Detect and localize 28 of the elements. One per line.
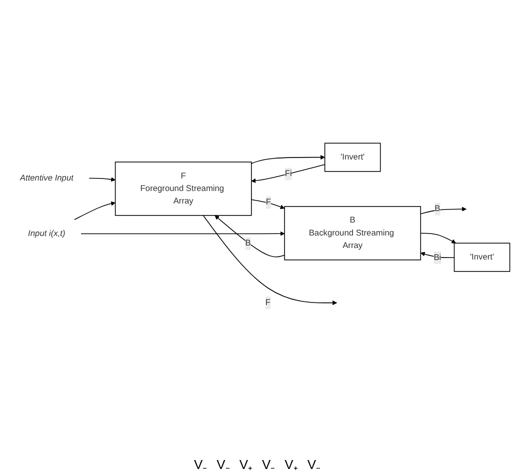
signal-label: V₊ (284, 456, 298, 473)
signal-label: V₊ (239, 456, 252, 473)
edge-label: F (266, 197, 271, 206)
arrow (214, 214, 285, 257)
node-box: 'Invert' (454, 242, 510, 272)
node-box: 'Invert' (324, 142, 381, 172)
arrow (74, 200, 116, 220)
signal-label: V₋ (216, 456, 230, 473)
arrow (420, 206, 467, 214)
edge-label: B (245, 238, 251, 248)
edge-label: Bi (434, 252, 442, 262)
edge-label: Fi (284, 168, 292, 178)
signal-label: V₋ (262, 456, 275, 473)
arrow (251, 198, 285, 209)
node-box: F Foreground Streaming Array (114, 161, 252, 216)
arrow (251, 164, 326, 183)
arrow (202, 214, 338, 305)
edge-label: B (434, 204, 440, 213)
node-text: Input i(x,t) (28, 228, 66, 238)
signal-label: V₋ (194, 456, 207, 473)
node-text: Attentive Input (20, 173, 74, 182)
edge-label: F (265, 298, 271, 307)
arrow (88, 176, 116, 182)
arrow (251, 154, 326, 164)
arrow (420, 232, 456, 243)
node-box: B Background Streaming Array (284, 206, 422, 260)
arrow (80, 230, 285, 236)
signal-label: V₋ (307, 456, 320, 473)
